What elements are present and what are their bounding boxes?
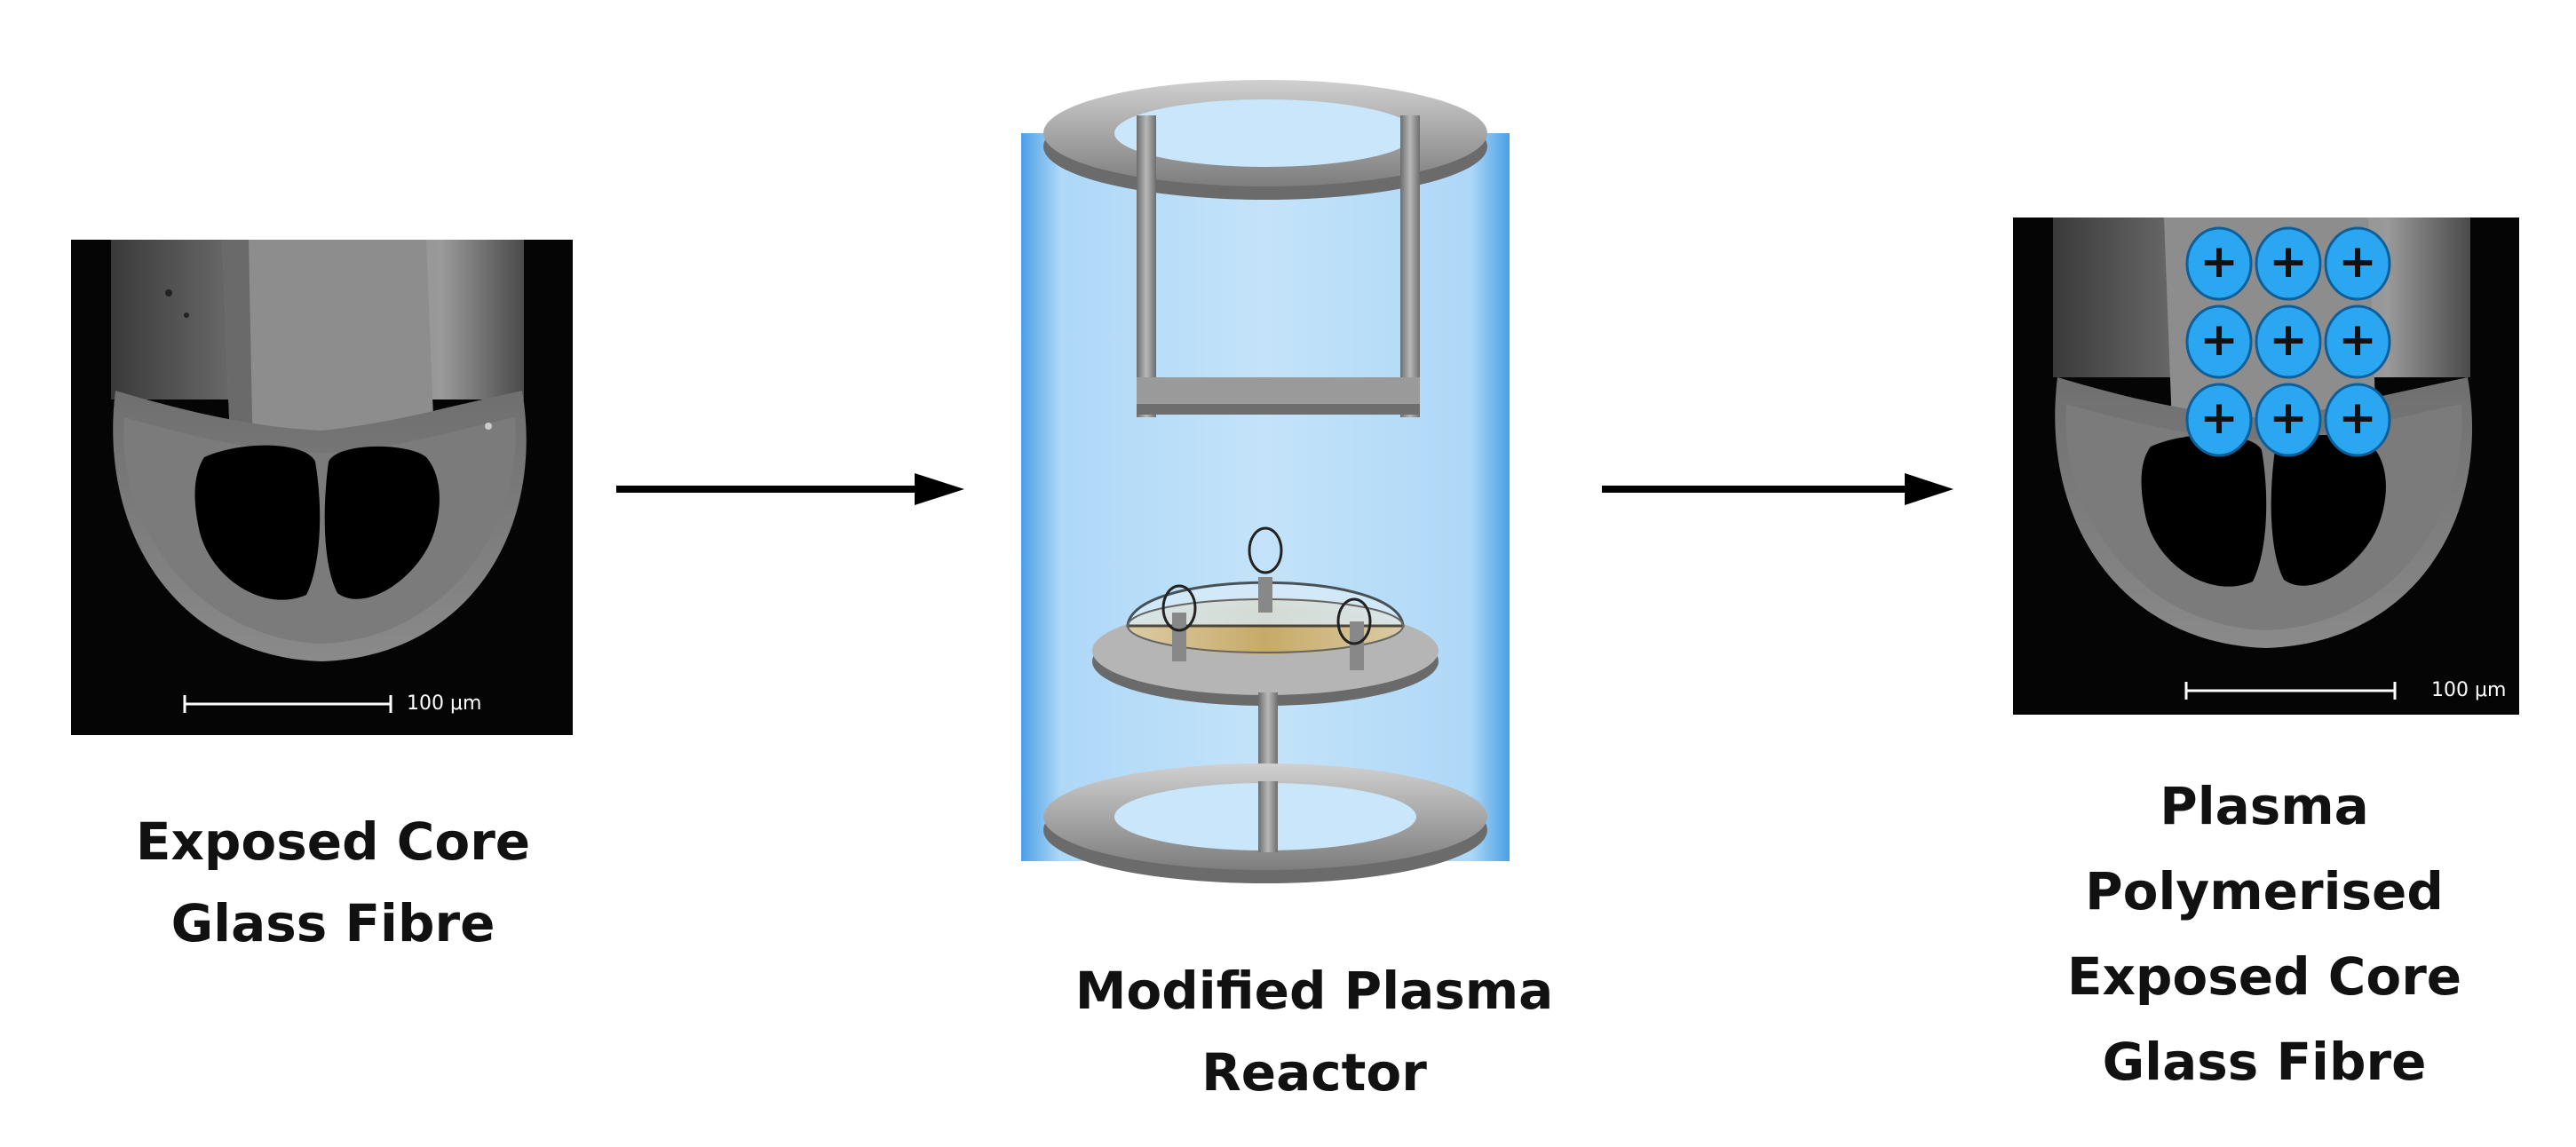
- caption-plasma-polymerised-fibre: Plasma Polymerised Exposed Core Glass Fi…: [1989, 763, 2540, 1104]
- svg-text:+: +: [2338, 235, 2377, 289]
- caption-line: Plasma: [2160, 776, 2369, 836]
- positive-charge-icon: +: [2185, 305, 2253, 379]
- right-arrow: [1598, 468, 1958, 510]
- caption-line: Glass Fibre: [2102, 1032, 2427, 1092]
- positive-charge-icon: +: [2255, 305, 2322, 379]
- svg-text:+: +: [2338, 313, 2377, 367]
- svg-text:+: +: [2269, 313, 2308, 367]
- caption-line: Exposed Core: [2066, 946, 2462, 1007]
- sem-image-exposed-core-fibre: [71, 240, 573, 735]
- svg-text:+: +: [2269, 392, 2308, 445]
- sem-image-plasma-polymerised-fibre: + + + + + + + + +: [2013, 218, 2519, 715]
- positive-charge-icon: +: [2324, 383, 2391, 457]
- caption-line: Polymerised: [2085, 861, 2444, 922]
- svg-text:+: +: [2200, 235, 2239, 289]
- svg-text:+: +: [2338, 392, 2377, 445]
- svg-text:+: +: [2200, 313, 2239, 367]
- plasma-reactor-illustration: [959, 0, 1581, 959]
- positive-charge-icon: +: [2255, 383, 2322, 457]
- caption-line: Reactor: [1201, 1042, 1427, 1103]
- caption-plasma-reactor: Modified Plasma Reactor: [990, 950, 1638, 1113]
- right-arrow: [613, 468, 968, 510]
- positive-charge-icon: +: [2324, 226, 2391, 301]
- scale-bar-label: 100 μm: [2431, 679, 2507, 701]
- charge-grid: + + + + + + + + +: [2182, 226, 2395, 457]
- svg-text:+: +: [2200, 392, 2239, 445]
- scale-bar-label: 100 μm: [407, 692, 482, 715]
- caption-line: Glass Fibre: [170, 893, 495, 953]
- svg-text:+: +: [2269, 235, 2308, 289]
- positive-charge-icon: +: [2324, 305, 2391, 379]
- positive-charge-icon: +: [2185, 226, 2253, 301]
- caption-exposed-core-fibre: Exposed Core Glass Fibre: [84, 801, 582, 964]
- positive-charge-icon: +: [2255, 226, 2322, 301]
- caption-line: Exposed Core: [135, 811, 531, 872]
- caption-line: Modified Plasma: [1074, 961, 1554, 1021]
- positive-charge-icon: +: [2185, 383, 2253, 457]
